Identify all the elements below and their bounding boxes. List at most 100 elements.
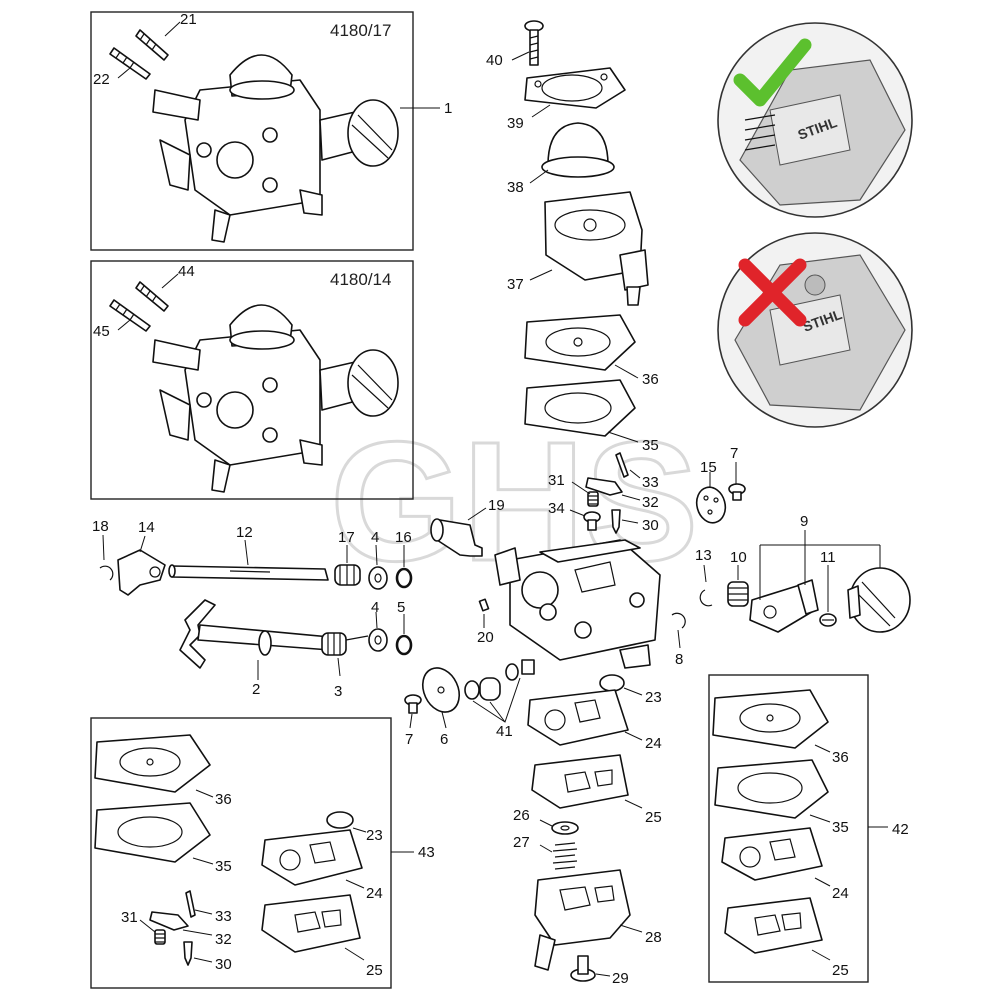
- label-23: 23: [645, 689, 662, 706]
- label-33: 33: [642, 474, 659, 491]
- pump-diaphragm-24: [721, 827, 823, 881]
- choke-lever-9: [749, 579, 819, 633]
- label-4b: 4: [371, 599, 379, 616]
- label-4: 4: [371, 529, 379, 546]
- label-37: 37: [507, 276, 524, 293]
- adjusting-screw-44: [135, 281, 169, 312]
- label-38: 38: [507, 179, 524, 196]
- washer-4b: [368, 628, 388, 652]
- label-42: 42: [892, 821, 909, 838]
- gasket-35: [94, 802, 211, 863]
- check-icon: [733, 38, 812, 107]
- label-26: 26: [513, 807, 530, 824]
- label-12: 12: [236, 524, 253, 541]
- cover-gasket-39: [524, 67, 626, 109]
- cover-plate-15: [695, 486, 727, 524]
- carburetor-4180-14-box: 4180/14 44 45: [90, 260, 414, 500]
- gasket-25: [531, 754, 629, 809]
- inlet-control-lever-32: [585, 477, 623, 496]
- adjusting-screw-45: [109, 299, 151, 332]
- label-31: 31: [121, 909, 138, 926]
- label-3: 3: [334, 683, 342, 700]
- primer-bulb-38: [541, 122, 615, 178]
- spring-27: [552, 842, 578, 870]
- pin-33: [615, 452, 629, 478]
- label-41: 41: [496, 723, 513, 740]
- gasket-25: [261, 894, 361, 953]
- spring-17: [334, 564, 361, 586]
- variant-box-frame: [90, 11, 414, 251]
- choke-knob-9: [847, 567, 911, 633]
- label-32: 32: [642, 494, 659, 511]
- label-13: 13: [695, 547, 712, 564]
- variant-code: 4180/14: [330, 270, 391, 289]
- label-23: 23: [366, 827, 383, 844]
- pump-diaphragm-24: [527, 689, 629, 746]
- label-43: 43: [418, 844, 435, 861]
- e-clip-18: [99, 565, 114, 581]
- label-16: 16: [395, 529, 412, 546]
- screw-40: [524, 20, 544, 66]
- spring-31: [154, 929, 166, 945]
- plug-20: [478, 598, 490, 612]
- correct-fit-photo: STIHL: [717, 22, 913, 218]
- label-35: 35: [215, 858, 232, 875]
- label-11: 11: [820, 549, 836, 566]
- label-20: 20: [477, 629, 494, 646]
- spring-31: [587, 491, 599, 507]
- carburetor-4180-17-box: 4180/17 21 22: [90, 11, 452, 251]
- variant-box-frame: [90, 260, 414, 500]
- label-24: 24: [366, 885, 383, 902]
- washer-4: [368, 566, 388, 590]
- carburetor-assembly: [152, 304, 399, 493]
- adjusting-screw-22: [109, 47, 151, 80]
- pump-diaphragm-24: [261, 829, 363, 886]
- metering-diaphragm-36: [94, 734, 211, 793]
- throttle-plate-6: [421, 667, 461, 713]
- metering-diaphragm-36: [712, 689, 829, 749]
- label-18: 18: [92, 518, 109, 535]
- label-10: 10: [730, 549, 747, 566]
- kit-box-frame: [90, 717, 392, 989]
- label-8: 8: [675, 651, 683, 668]
- label-24: 24: [645, 735, 662, 752]
- label-33: 33: [215, 908, 232, 925]
- label-25: 25: [366, 962, 383, 979]
- adjusting-screw-21: [135, 29, 169, 61]
- screw-7: [404, 694, 422, 714]
- label-36: 36: [832, 749, 849, 766]
- lever-14: [117, 549, 166, 596]
- screw-29: [570, 955, 596, 982]
- o-ring-5: [395, 634, 413, 656]
- metering-diaphragm-36: [524, 314, 636, 371]
- label-7: 7: [730, 445, 738, 462]
- label-35: 35: [832, 819, 849, 836]
- label-22: 22: [93, 71, 110, 88]
- inlet-control-lever-32: [149, 911, 189, 931]
- label-2: 2: [252, 681, 260, 698]
- label-35: 35: [642, 437, 659, 454]
- label-28: 28: [645, 929, 662, 946]
- label-21: 21: [180, 11, 197, 28]
- carburetor-assembly: [152, 54, 399, 243]
- wrong-fit-photo: STIHL: [717, 232, 913, 428]
- label-36: 36: [642, 371, 659, 388]
- gasket-35: [714, 759, 829, 819]
- cap-23: [599, 674, 625, 692]
- label-19: 19: [488, 497, 505, 514]
- label-14: 14: [138, 519, 155, 536]
- fitting-19: [430, 518, 483, 557]
- label-5: 5: [397, 599, 405, 616]
- throttle-lever-2: [179, 599, 331, 669]
- screw-11: [819, 613, 837, 627]
- torsion-spring-3: [321, 632, 369, 656]
- label-30: 30: [642, 517, 659, 534]
- spring-10: [727, 581, 749, 607]
- label-40: 40: [486, 52, 503, 69]
- label-39: 39: [507, 115, 524, 132]
- kit-box-frame: [708, 674, 869, 983]
- e-clip-8: [671, 612, 686, 629]
- seal-set-41: [464, 659, 535, 701]
- o-ring-16: [395, 567, 413, 589]
